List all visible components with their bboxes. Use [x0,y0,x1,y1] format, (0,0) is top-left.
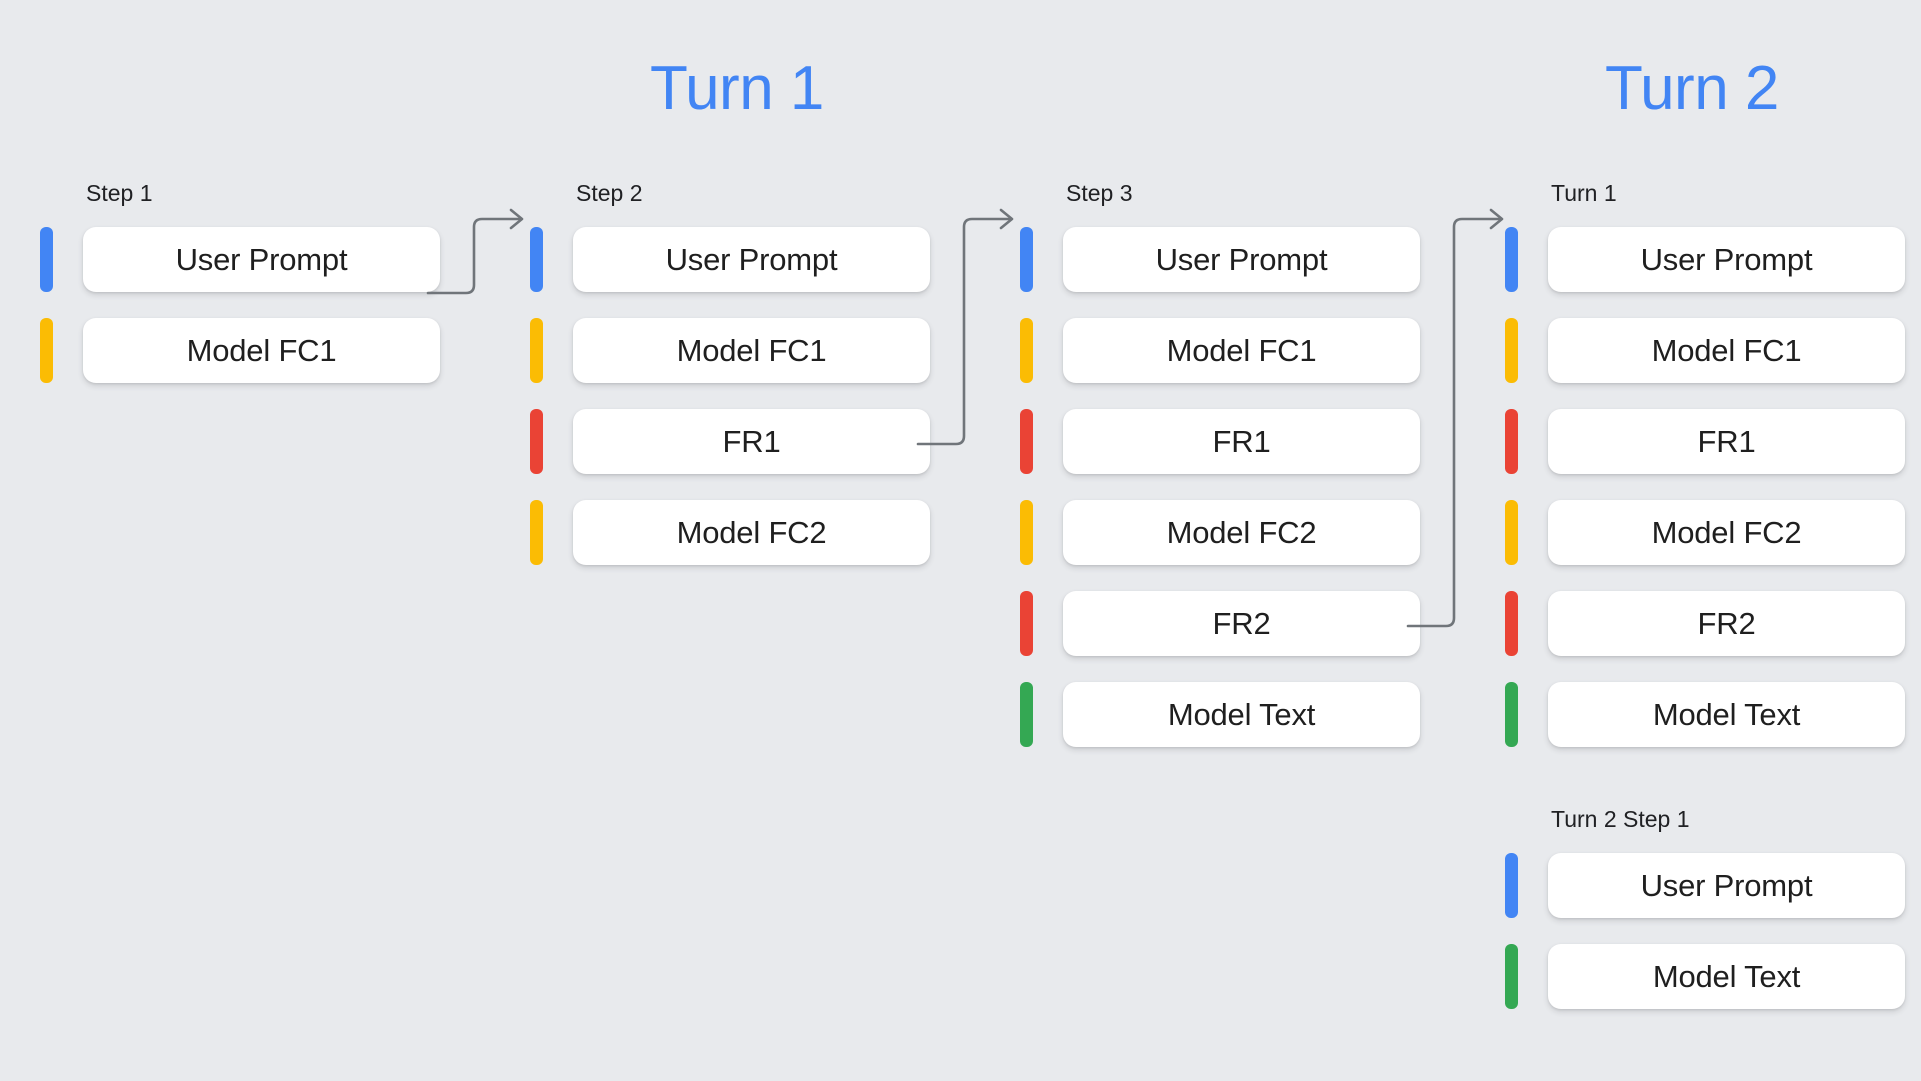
card-label[interactable]: User Prompt [1548,853,1905,918]
row-fr1[interactable]: FR1 [1020,409,1420,474]
column-step-3: Step 3 User Prompt Model FC1 FR1 Model F… [1020,182,1420,747]
row-fr1[interactable]: FR1 [530,409,930,474]
row-model-fc1[interactable]: Model FC1 [1505,318,1905,383]
connector-arrow-step1-to-step2 [426,196,538,326]
status-bar-model-fc [1020,500,1033,565]
status-bar-function-response [1505,591,1518,656]
row-user-prompt[interactable]: User Prompt [1505,853,1905,918]
status-bar-user [1505,227,1518,292]
card-label[interactable]: User Prompt [573,227,930,292]
status-bar-model-fc [40,318,53,383]
row-model-fc2[interactable]: Model FC2 [1505,500,1905,565]
row-model-fc2[interactable]: Model FC2 [530,500,930,565]
row-model-fc1[interactable]: Model FC1 [1020,318,1420,383]
card-label[interactable]: Model FC1 [573,318,930,383]
status-bar-model-text [1505,944,1518,1009]
column-turn-2-step-1: Turn 2 Step 1 User Prompt Model Text [1505,808,1905,1009]
card-label[interactable]: FR1 [1063,409,1420,474]
status-bar-function-response [1020,409,1033,474]
column-label-turn-2-step-1: Turn 2 Step 1 [1551,806,1690,832]
status-bar-user [1505,853,1518,918]
status-bar-model-text [1505,682,1518,747]
row-model-text[interactable]: Model Text [1505,682,1905,747]
card-label[interactable]: FR2 [1063,591,1420,656]
card-label[interactable]: Model Text [1548,682,1905,747]
row-user-prompt[interactable]: User Prompt [1505,227,1905,292]
status-bar-model-fc [1020,318,1033,383]
status-bar-model-fc [1505,500,1518,565]
card-label[interactable]: FR1 [573,409,930,474]
card-label[interactable]: Model FC1 [83,318,440,383]
card-label[interactable]: Model Text [1548,944,1905,1009]
column-label-step-2: Step 2 [576,180,643,206]
status-bar-user [530,227,543,292]
row-model-fc1[interactable]: Model FC1 [40,318,440,383]
status-bar-model-fc [1505,318,1518,383]
column-label-step-1: Step 1 [86,180,153,206]
card-label[interactable]: Model FC2 [573,500,930,565]
card-label[interactable]: User Prompt [1548,227,1905,292]
column-label-turn-1: Turn 1 [1551,180,1617,206]
card-label[interactable]: Model Text [1063,682,1420,747]
turn-2-heading: Turn 2 [1605,54,1779,123]
card-label[interactable]: FR2 [1548,591,1905,656]
row-model-fc1[interactable]: Model FC1 [530,318,930,383]
row-model-text[interactable]: Model Text [1020,682,1420,747]
row-user-prompt[interactable]: User Prompt [1020,227,1420,292]
status-bar-model-fc [530,500,543,565]
card-label[interactable]: FR1 [1548,409,1905,474]
connector-arrow-step2-to-step3 [916,196,1028,476]
row-fr1[interactable]: FR1 [1505,409,1905,474]
column-turn-1: Turn 1 User Prompt Model FC1 FR1 Model F… [1505,182,1905,747]
card-label[interactable]: Model FC1 [1548,318,1905,383]
row-model-fc2[interactable]: Model FC2 [1020,500,1420,565]
row-fr2[interactable]: FR2 [1020,591,1420,656]
row-user-prompt[interactable]: User Prompt [530,227,930,292]
card-label[interactable]: Model FC2 [1548,500,1905,565]
row-fr2[interactable]: FR2 [1505,591,1905,656]
connector-arrow-step3-to-turn1 [1406,196,1518,656]
card-label[interactable]: Model FC2 [1063,500,1420,565]
status-bar-model-text [1020,682,1033,747]
status-bar-user [1020,227,1033,292]
status-bar-function-response [530,409,543,474]
card-label[interactable]: User Prompt [1063,227,1420,292]
row-user-prompt[interactable]: User Prompt [40,227,440,292]
status-bar-function-response [1505,409,1518,474]
column-step-1: Step 1 User Prompt Model FC1 [40,182,440,383]
column-step-2: Step 2 User Prompt Model FC1 FR1 Model F… [530,182,930,565]
card-label[interactable]: Model FC1 [1063,318,1420,383]
turn-1-heading: Turn 1 [650,54,824,123]
status-bar-user [40,227,53,292]
card-label[interactable]: User Prompt [83,227,440,292]
row-model-text[interactable]: Model Text [1505,944,1905,1009]
status-bar-function-response [1020,591,1033,656]
status-bar-model-fc [530,318,543,383]
column-label-step-3: Step 3 [1066,180,1133,206]
